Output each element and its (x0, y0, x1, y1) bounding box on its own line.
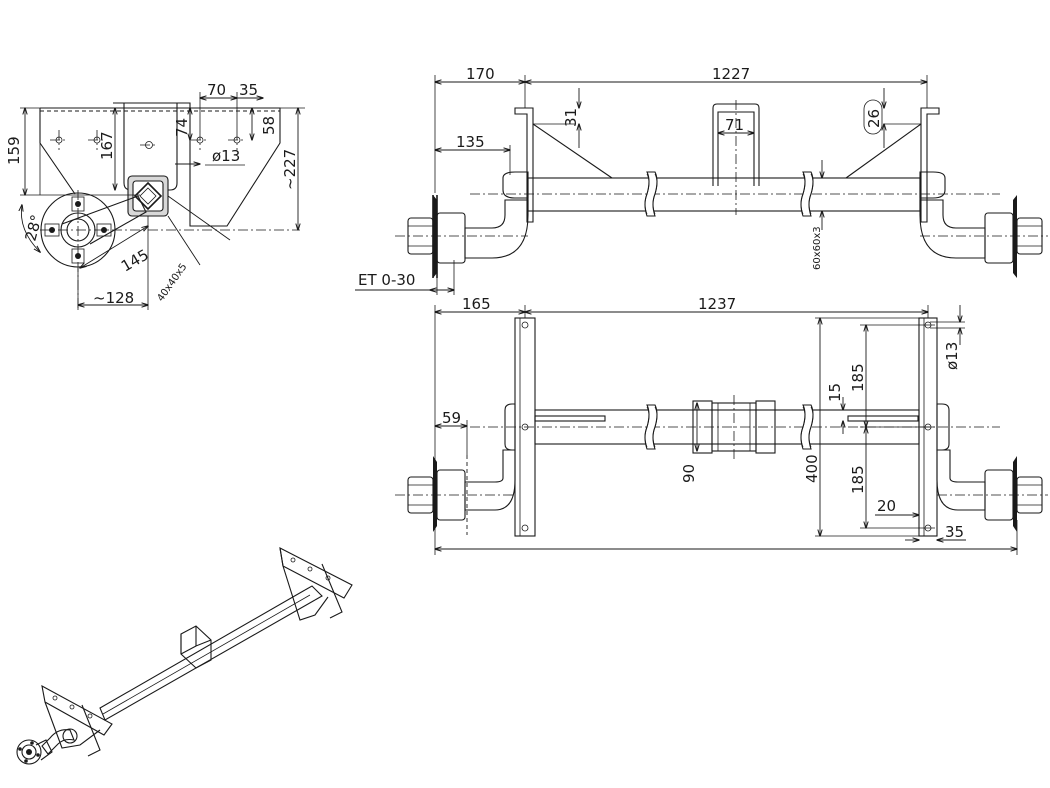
torsion-tube-section (127, 175, 169, 217)
dim-135: 135 (456, 133, 485, 151)
right-swing-arm-top (936, 403, 1048, 532)
dim-71: 71 (725, 116, 744, 134)
dim-128: ~128 (93, 289, 134, 307)
dim-tube-40x40x5: 40x40x5 (155, 262, 189, 304)
dim-20: 20 (877, 497, 896, 515)
dim-165: 165 (462, 295, 491, 313)
left-swing-arm-front (395, 171, 529, 278)
right-swing-arm-front (919, 171, 1048, 278)
dim-145: 145 (118, 246, 152, 276)
dim-167: 167 (98, 131, 116, 160)
dim-hole-13: ø13 (943, 342, 961, 370)
dim-35: 35 (239, 81, 258, 99)
dim-hole-13: ø13 (212, 147, 240, 165)
dim-58: 58 (260, 116, 278, 135)
dim-35: 35 (945, 523, 964, 541)
side-view: 70 35 159 167 74 58 ~227 ø13 28° 145 ~12… (5, 81, 305, 310)
dim-15: 15 (826, 383, 844, 402)
dim-26: 26 (865, 109, 883, 128)
dim-70: 70 (207, 81, 226, 99)
dim-et: ET 0-30 (358, 271, 415, 289)
dim-74: 74 (173, 118, 191, 137)
dim-1227: 1227 (712, 65, 750, 83)
isometric-view (16, 547, 353, 765)
dim-90: 90 (680, 464, 698, 483)
dim-tube-60x60x3: 60x60x3 (812, 226, 823, 270)
dim-31: 31 (562, 108, 580, 127)
dim-185-bottom: 185 (849, 465, 867, 494)
dim-1237: 1237 (698, 295, 736, 313)
mount-holes (50, 130, 246, 150)
top-view: 165 1237 59 ø13 185 15 90 400 185 20 35 (395, 295, 1048, 555)
dim-185-top: 185 (849, 363, 867, 392)
dim-170: 170 (466, 65, 495, 83)
dim-159: 159 (5, 136, 23, 165)
dim-400: 400 (803, 454, 821, 483)
dim-227: ~227 (281, 149, 299, 190)
front-view: 170 1227 135 31 71 26 60x60x3 ET 0-30 (355, 65, 1048, 295)
dim-59: 59 (442, 409, 461, 427)
